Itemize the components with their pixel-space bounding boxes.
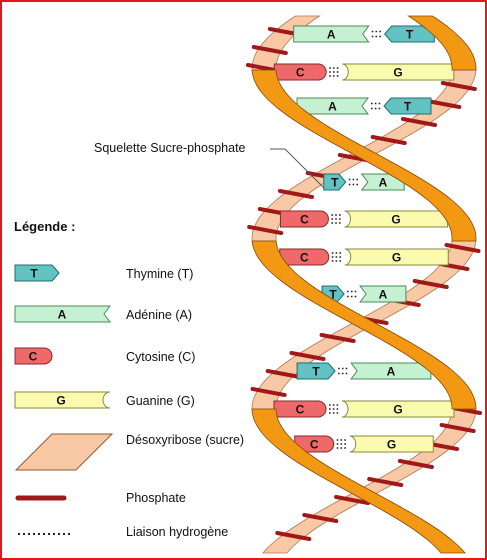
strand-2-phosphate-11 [250,387,287,397]
guanine-shape [14,391,111,409]
strand-2-phosphate-10 [265,369,302,379]
base-pair-2-right-shape [383,97,432,115]
base-pair-8-right-letter: G [393,403,402,417]
base-pair-7-left-shape [296,362,336,380]
thymine-shape [14,264,60,282]
legend-guanine-swatch: G [14,391,111,409]
base-pair-3-right-letter: A [379,176,388,190]
strand-1-phosphate-8 [247,225,284,235]
strand-2-segment-3 [251,408,466,554]
callout-pointer-line [284,148,325,189]
legend-phosphate-label: Phosphate [126,491,186,505]
callout-layer [270,148,325,189]
base-pair-8-left-shape [273,400,327,418]
base-pair-8-right-shape [341,400,455,418]
strand-2-phosphate-1 [251,45,288,55]
base-pair-9-left-shape [294,435,335,453]
base-pair-6-left-letter: T [329,288,337,302]
base-pair-7-right-shape [350,362,432,380]
base-pair-4-right-letter: G [391,213,400,227]
strand-1-phosphate-10 [439,423,476,433]
strand-2-phosphate-9 [289,351,326,361]
base-pair-0-left-shape [293,25,370,43]
base-pair-7-right-letter: A [387,365,396,379]
strand-1-phosphate-0 [440,81,477,91]
deoxyribose-shape [14,433,114,471]
thymine-letter: T [30,267,38,281]
base-pair-5-left-shape [279,248,330,266]
base-pair-7-left-letter: T [312,365,320,379]
base-pair-6-right-shape [359,285,407,303]
backbone-callout-label: Squelette Sucre-phosphate [94,141,246,155]
strand-1-phosphate-15 [302,513,339,523]
strand-1-phosphate-6 [278,189,314,199]
strand-1-phosphate-14 [334,495,371,505]
base-pair-2-right-letter: T [404,100,412,114]
adenine-shape [14,305,111,323]
legend-thymine-label: Thymine (T) [126,267,194,281]
strand-2-phosphate-3 [444,243,481,253]
strand-1-phosphate-16 [275,531,312,541]
legend-title: Légende : [14,219,76,234]
front-strand-layer [251,15,477,554]
strand-1-phosphate-12 [397,459,434,469]
base-pair-5-left-letter: C [300,251,309,265]
legend-adenine-swatch: A [14,305,111,323]
base-pair-9-right-shape [349,435,434,453]
guanine-letter: G [56,394,65,408]
legend-cytosine-label: Cytosine (C) [126,350,196,364]
strand-2-segment-1 [251,69,477,242]
strand-2-phosphate-5 [412,279,449,289]
base-pair-0-left-letter: A [327,28,336,42]
strand-1-phosphate-3 [370,135,407,145]
legend-guanine-label: Guanine (G) [126,394,195,408]
cytosine-letter: C [29,350,38,364]
legend-thymine-swatch: T [14,264,60,282]
base-pair-3-left-letter: T [331,176,339,190]
adenine-letter: A [58,308,67,322]
base-pair-4-left-letter: C [300,213,309,227]
strand-1-segment-2 [251,240,477,410]
base-pair-1-right-letter: G [393,66,402,80]
base-pair-4-left-shape [279,210,329,228]
strand-2-segment-0 [251,15,321,71]
base-pair-1-left-shape [273,63,327,81]
base-pairs-layer: A T C G A T T A C G C G T A T A C G C G [273,25,455,453]
legend-sugar-swatch [14,433,114,471]
base-pair-9-left-letter: C [310,438,319,452]
legend-sugar-label: Désoxyribose (sucre) [126,433,245,447]
legend-hbond-label: Liaison hydrogène [126,525,229,539]
base-pair-0-right-letter: T [406,28,414,42]
cytosine-shape [14,347,53,365]
base-pair-2-left-letter: A [328,100,337,114]
base-pair-6-right-letter: A [379,288,388,302]
strand-1-phosphate-2 [401,117,437,127]
strand-1-phosphate-13 [367,477,404,487]
legend-adenine-label: Adénine (A) [126,308,193,322]
base-pair-1-right-shape [342,63,455,81]
base-pair-4-right-shape [344,210,449,228]
base-pair-5-right-shape [344,248,449,266]
base-pair-3-right-shape [360,173,405,191]
base-pair-8-left-letter: C [296,403,305,417]
base-pair-0-right-shape [384,25,435,43]
legend-hbond-swatch [18,533,70,535]
base-pair-5-right-letter: G [392,251,401,265]
base-pair-9-right-letter: G [387,438,396,452]
legend-cytosine-swatch: C [14,347,53,365]
base-pair-1-left-letter: C [296,66,305,80]
strand-1-phosphate-1 [425,99,462,109]
strand-2-phosphate-8 [319,333,356,343]
strand-1-segment-0 [407,15,477,71]
legend-phosphate-swatch [15,495,67,501]
